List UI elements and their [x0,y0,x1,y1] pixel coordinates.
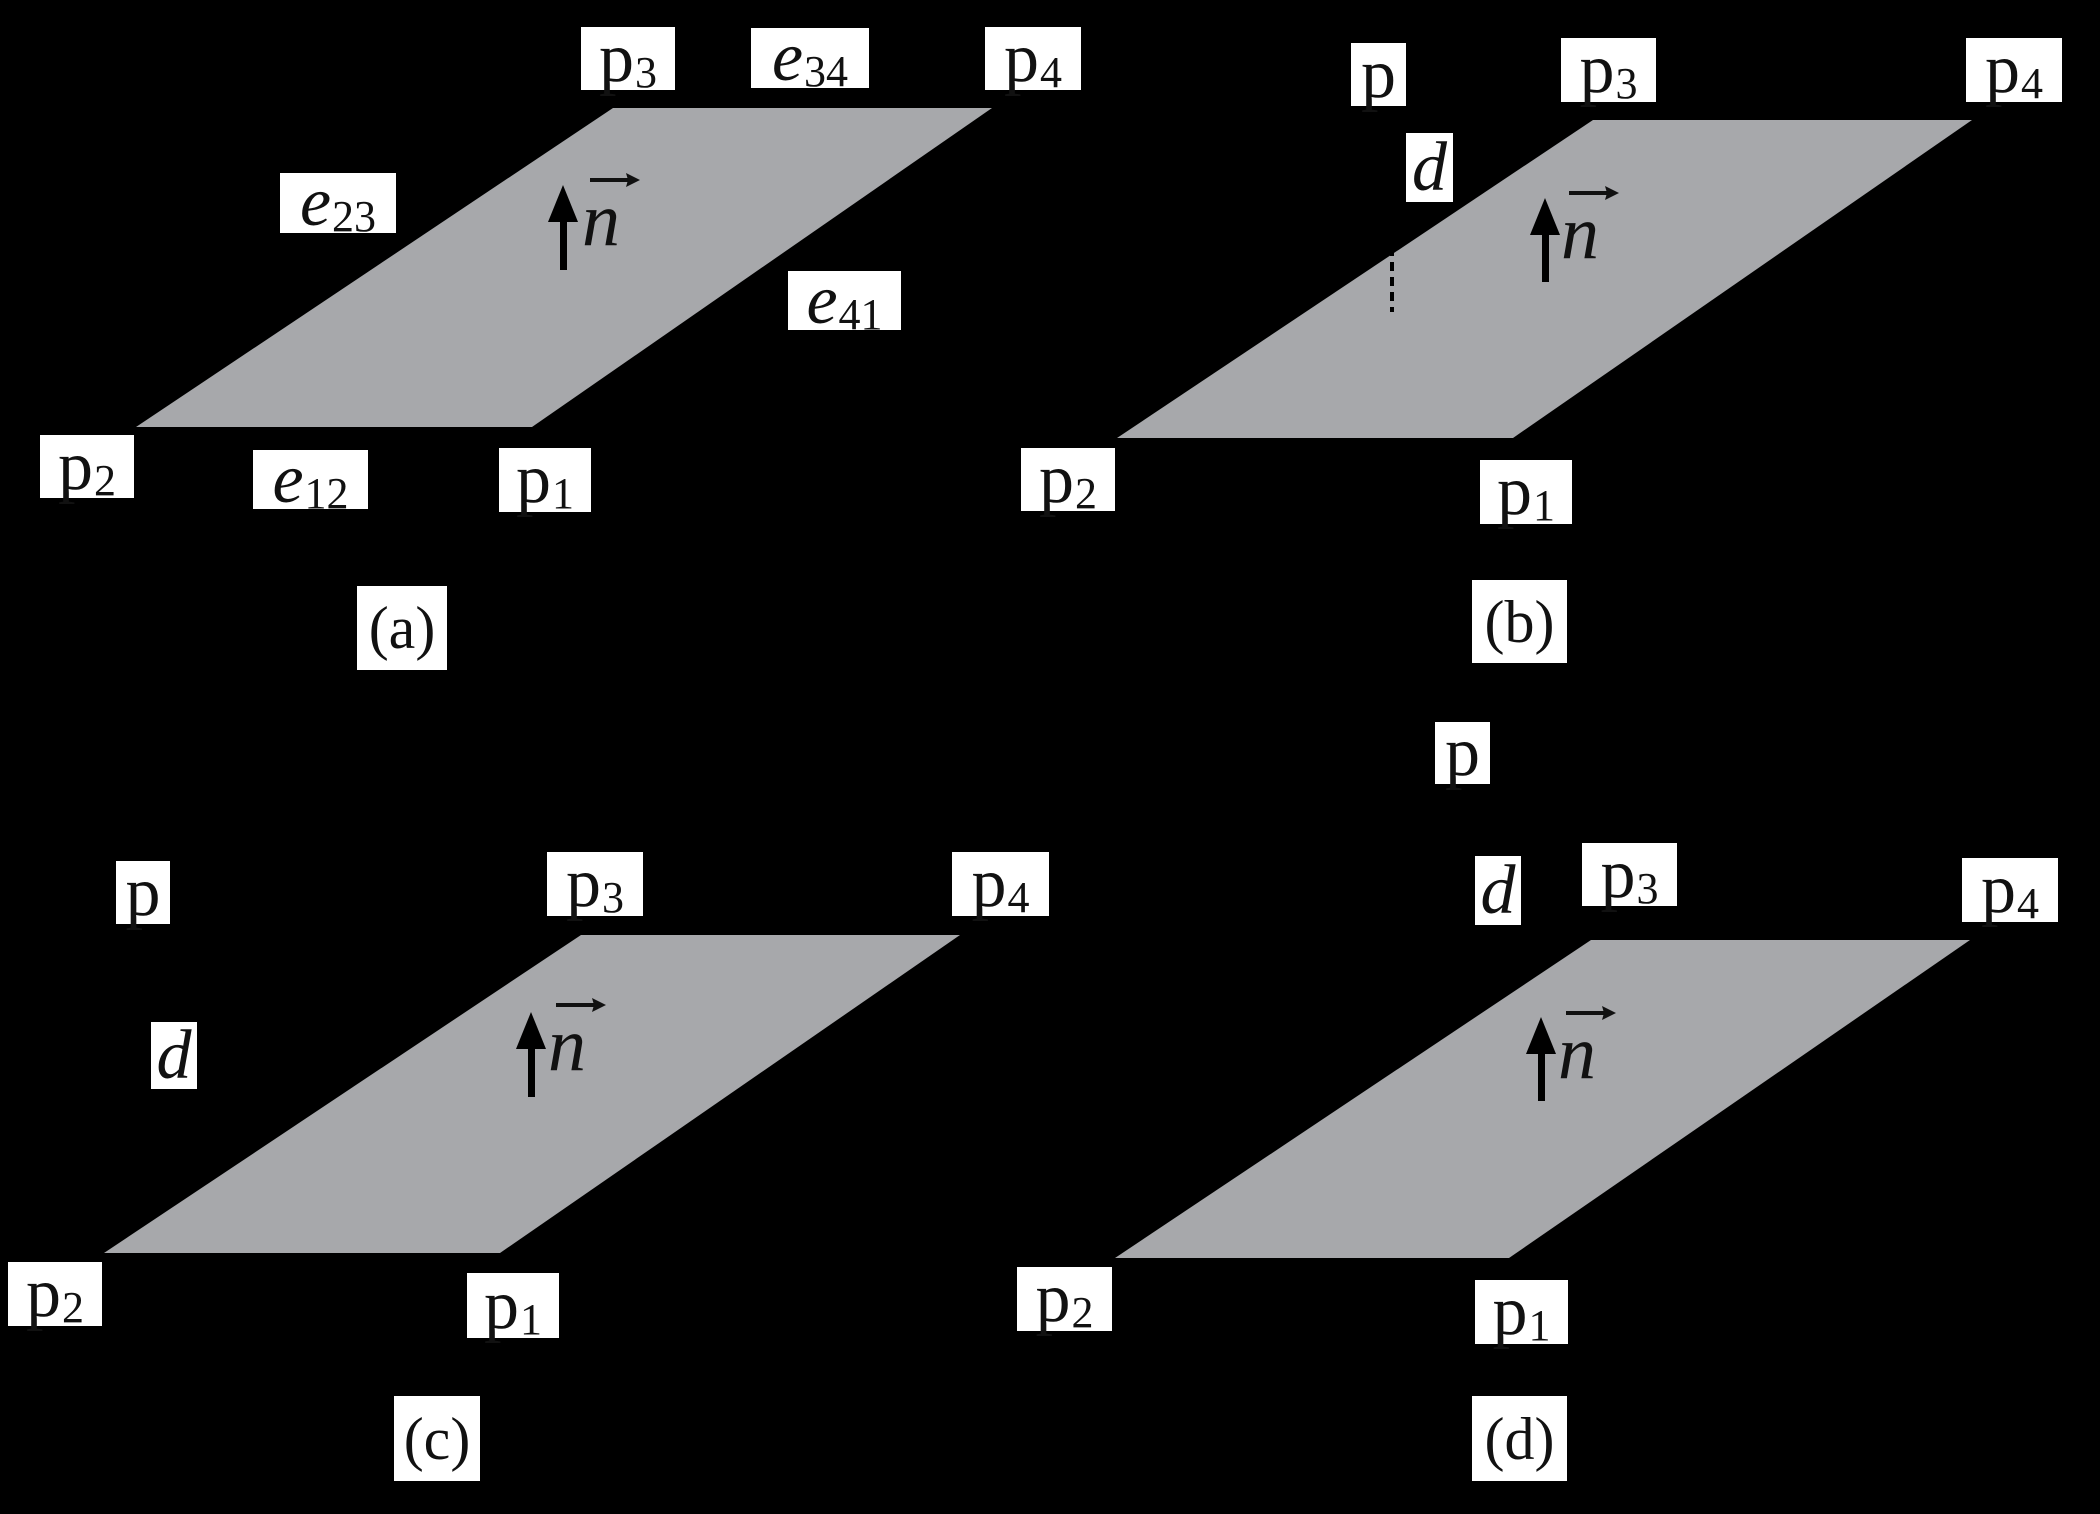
panel-caption-b: (b) [1472,580,1567,663]
normal-label-n: n [1558,1003,1616,1091]
panel-caption-d: (d) [1472,1396,1567,1481]
panel-c [104,935,960,1253]
panel-d [1115,791,1970,1258]
vector-arrow-icon [1566,1006,1616,1020]
point-label-p: p [1435,718,1490,788]
normal-arrow-icon [1530,198,1560,282]
vector-arrow-icon [1569,186,1619,200]
normal-label-n: n [1561,183,1619,271]
distance-label-d: d [151,1020,197,1090]
vector-arrow-icon [556,998,606,1012]
normal-arrow-icon [548,185,578,270]
panel-b [1117,120,1972,438]
distance-label-d: d [1406,132,1453,202]
vector-arrow-icon [590,173,640,187]
normal-arrow-icon [516,1012,546,1097]
panel-caption-c: (c) [394,1396,480,1481]
distance-label-d: d [1475,855,1521,925]
point-label-p: p [1351,39,1406,109]
distance-line-c [161,940,288,1126]
panel-caption-a: (a) [357,586,447,670]
panel-a [136,108,992,427]
point-label-p: p [116,857,170,927]
normal-arrow-icon [1526,1017,1556,1101]
normal-label-n: n [582,170,640,258]
normal-label-n: n [548,995,606,1083]
